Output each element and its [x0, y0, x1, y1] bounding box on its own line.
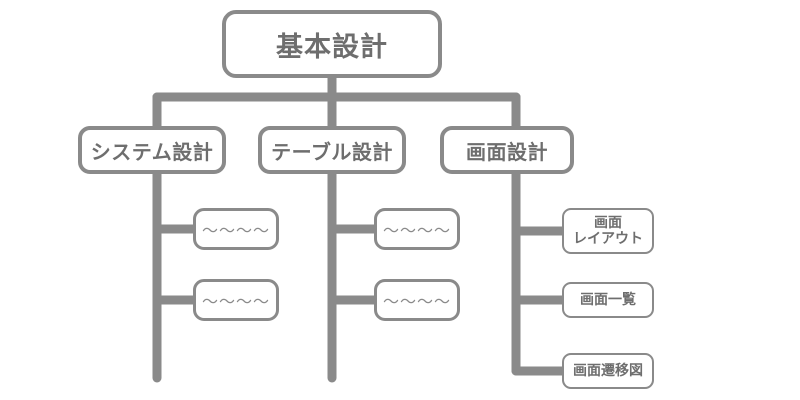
node-table-child-2[interactable]: 〜〜〜〜: [374, 279, 460, 321]
node-table-child-2-label: 〜〜〜〜: [382, 292, 451, 311]
node-branch-table-design[interactable]: テーブル設計: [258, 126, 406, 174]
node-table-child-1[interactable]: 〜〜〜〜: [374, 208, 460, 250]
node-screen-child-list-label: 画面一覧: [580, 291, 636, 308]
node-root-label: 基本設計: [276, 31, 388, 63]
node-screen-child-layout[interactable]: 画面 レイアウト: [562, 208, 654, 254]
node-branch-system-design-label: システム設計: [90, 139, 214, 164]
node-branch-table-design-label: テーブル設計: [271, 139, 393, 164]
node-branch-screen-design-label: 画面設計: [466, 139, 548, 164]
node-root[interactable]: 基本設計: [222, 10, 442, 78]
node-screen-child-layout-text: 画面 レイアウト: [573, 215, 643, 247]
node-screen-child-transition-label: 画面遷移図: [573, 362, 643, 379]
node-system-child-2[interactable]: 〜〜〜〜: [193, 279, 279, 321]
node-screen-child-list[interactable]: 画面一覧: [562, 282, 654, 318]
node-system-child-2-label: 〜〜〜〜: [201, 292, 270, 311]
node-branch-system-design[interactable]: システム設計: [78, 126, 226, 174]
node-system-child-1-label: 〜〜〜〜: [201, 221, 270, 240]
node-screen-child-layout-line2: レイアウト: [573, 231, 643, 247]
node-system-child-1[interactable]: 〜〜〜〜: [193, 208, 279, 250]
node-screen-child-layout-line1: 画面: [594, 214, 622, 231]
node-screen-child-transition[interactable]: 画面遷移図: [562, 353, 654, 389]
node-table-child-1-label: 〜〜〜〜: [382, 221, 451, 240]
node-branch-screen-design[interactable]: 画面設計: [440, 126, 574, 174]
